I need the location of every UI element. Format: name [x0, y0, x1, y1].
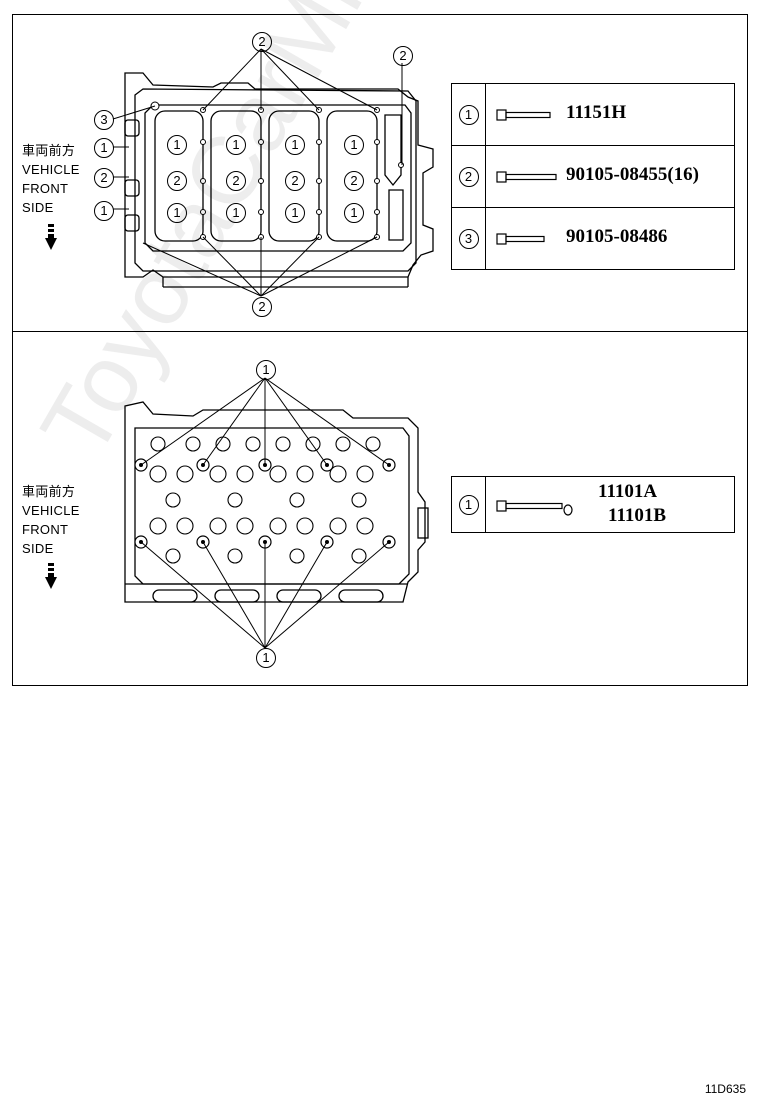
bolt-icon	[496, 171, 557, 183]
callout-2: 2	[285, 171, 305, 191]
bolt-icon	[496, 233, 545, 245]
callout-2: 2	[344, 171, 364, 191]
callout-1: 1	[167, 135, 187, 155]
part-number: 90105-08455(16)	[566, 164, 699, 185]
callout-1-left-a: 1	[94, 138, 114, 158]
callout-1: 1	[285, 135, 305, 155]
callout-1-top: 1	[256, 360, 276, 380]
parts-row: 1 11101A 11101B	[451, 476, 735, 533]
upper-diagram-panel: 車両前方 VEHICLE FRONT SIDE	[12, 14, 748, 332]
parts-row: 2 90105-08455(16)	[451, 145, 735, 208]
lower-parts-table: 1 11101A 11101B	[451, 476, 735, 533]
bolt-with-washer-icon	[496, 500, 573, 516]
callout-1: 1	[167, 203, 187, 223]
part-number-b: 11101B	[608, 505, 667, 526]
callout-1: 1	[226, 203, 246, 223]
parts-row: 3 90105-08486	[451, 207, 735, 270]
callout-1-bottom: 1	[256, 648, 276, 668]
row-number: 2	[458, 167, 479, 187]
callout-2-left: 2	[94, 168, 114, 188]
callout-1: 1	[344, 135, 364, 155]
row-number: 1	[458, 105, 479, 125]
upper-parts-table: 1 11151H 2 90105-08455(16) 3	[451, 83, 735, 270]
row-number: 1	[458, 495, 479, 515]
arrow-down-icon	[45, 224, 57, 250]
callout-1-left-b: 1	[94, 201, 114, 221]
arrow-down-icon	[45, 563, 57, 589]
lower-diagram-panel: 車両前方 VEHICLE FRONT SIDE	[12, 331, 748, 686]
row-number: 3	[458, 229, 479, 249]
part-number-a: 11101A	[598, 481, 658, 502]
callout-1: 1	[285, 203, 305, 223]
callout-2-right: 2	[393, 46, 413, 66]
callout-2-top: 2	[252, 32, 272, 52]
callout-2: 2	[226, 171, 246, 191]
callout-1: 1	[344, 203, 364, 223]
bolt-icon	[496, 109, 551, 121]
part-number: 11151H	[566, 102, 627, 123]
callout-2: 2	[167, 171, 187, 191]
part-number: 90105-08486	[566, 226, 668, 247]
cylinder-head-drawing	[124, 377, 429, 649]
page-code: 11D635	[704, 1082, 746, 1096]
cylinder-head-cover-drawing	[112, 48, 434, 297]
vehicle-front-side-label: 車両前方 VEHICLE FRONT SIDE	[22, 484, 80, 556]
parts-row: 1 11151H	[451, 83, 735, 146]
vehicle-front-side-label: 車両前方 VEHICLE FRONT SIDE	[22, 143, 80, 215]
callout-1: 1	[226, 135, 246, 155]
callout-3-left: 3	[94, 110, 114, 130]
callout-2-bottom: 2	[252, 297, 272, 317]
